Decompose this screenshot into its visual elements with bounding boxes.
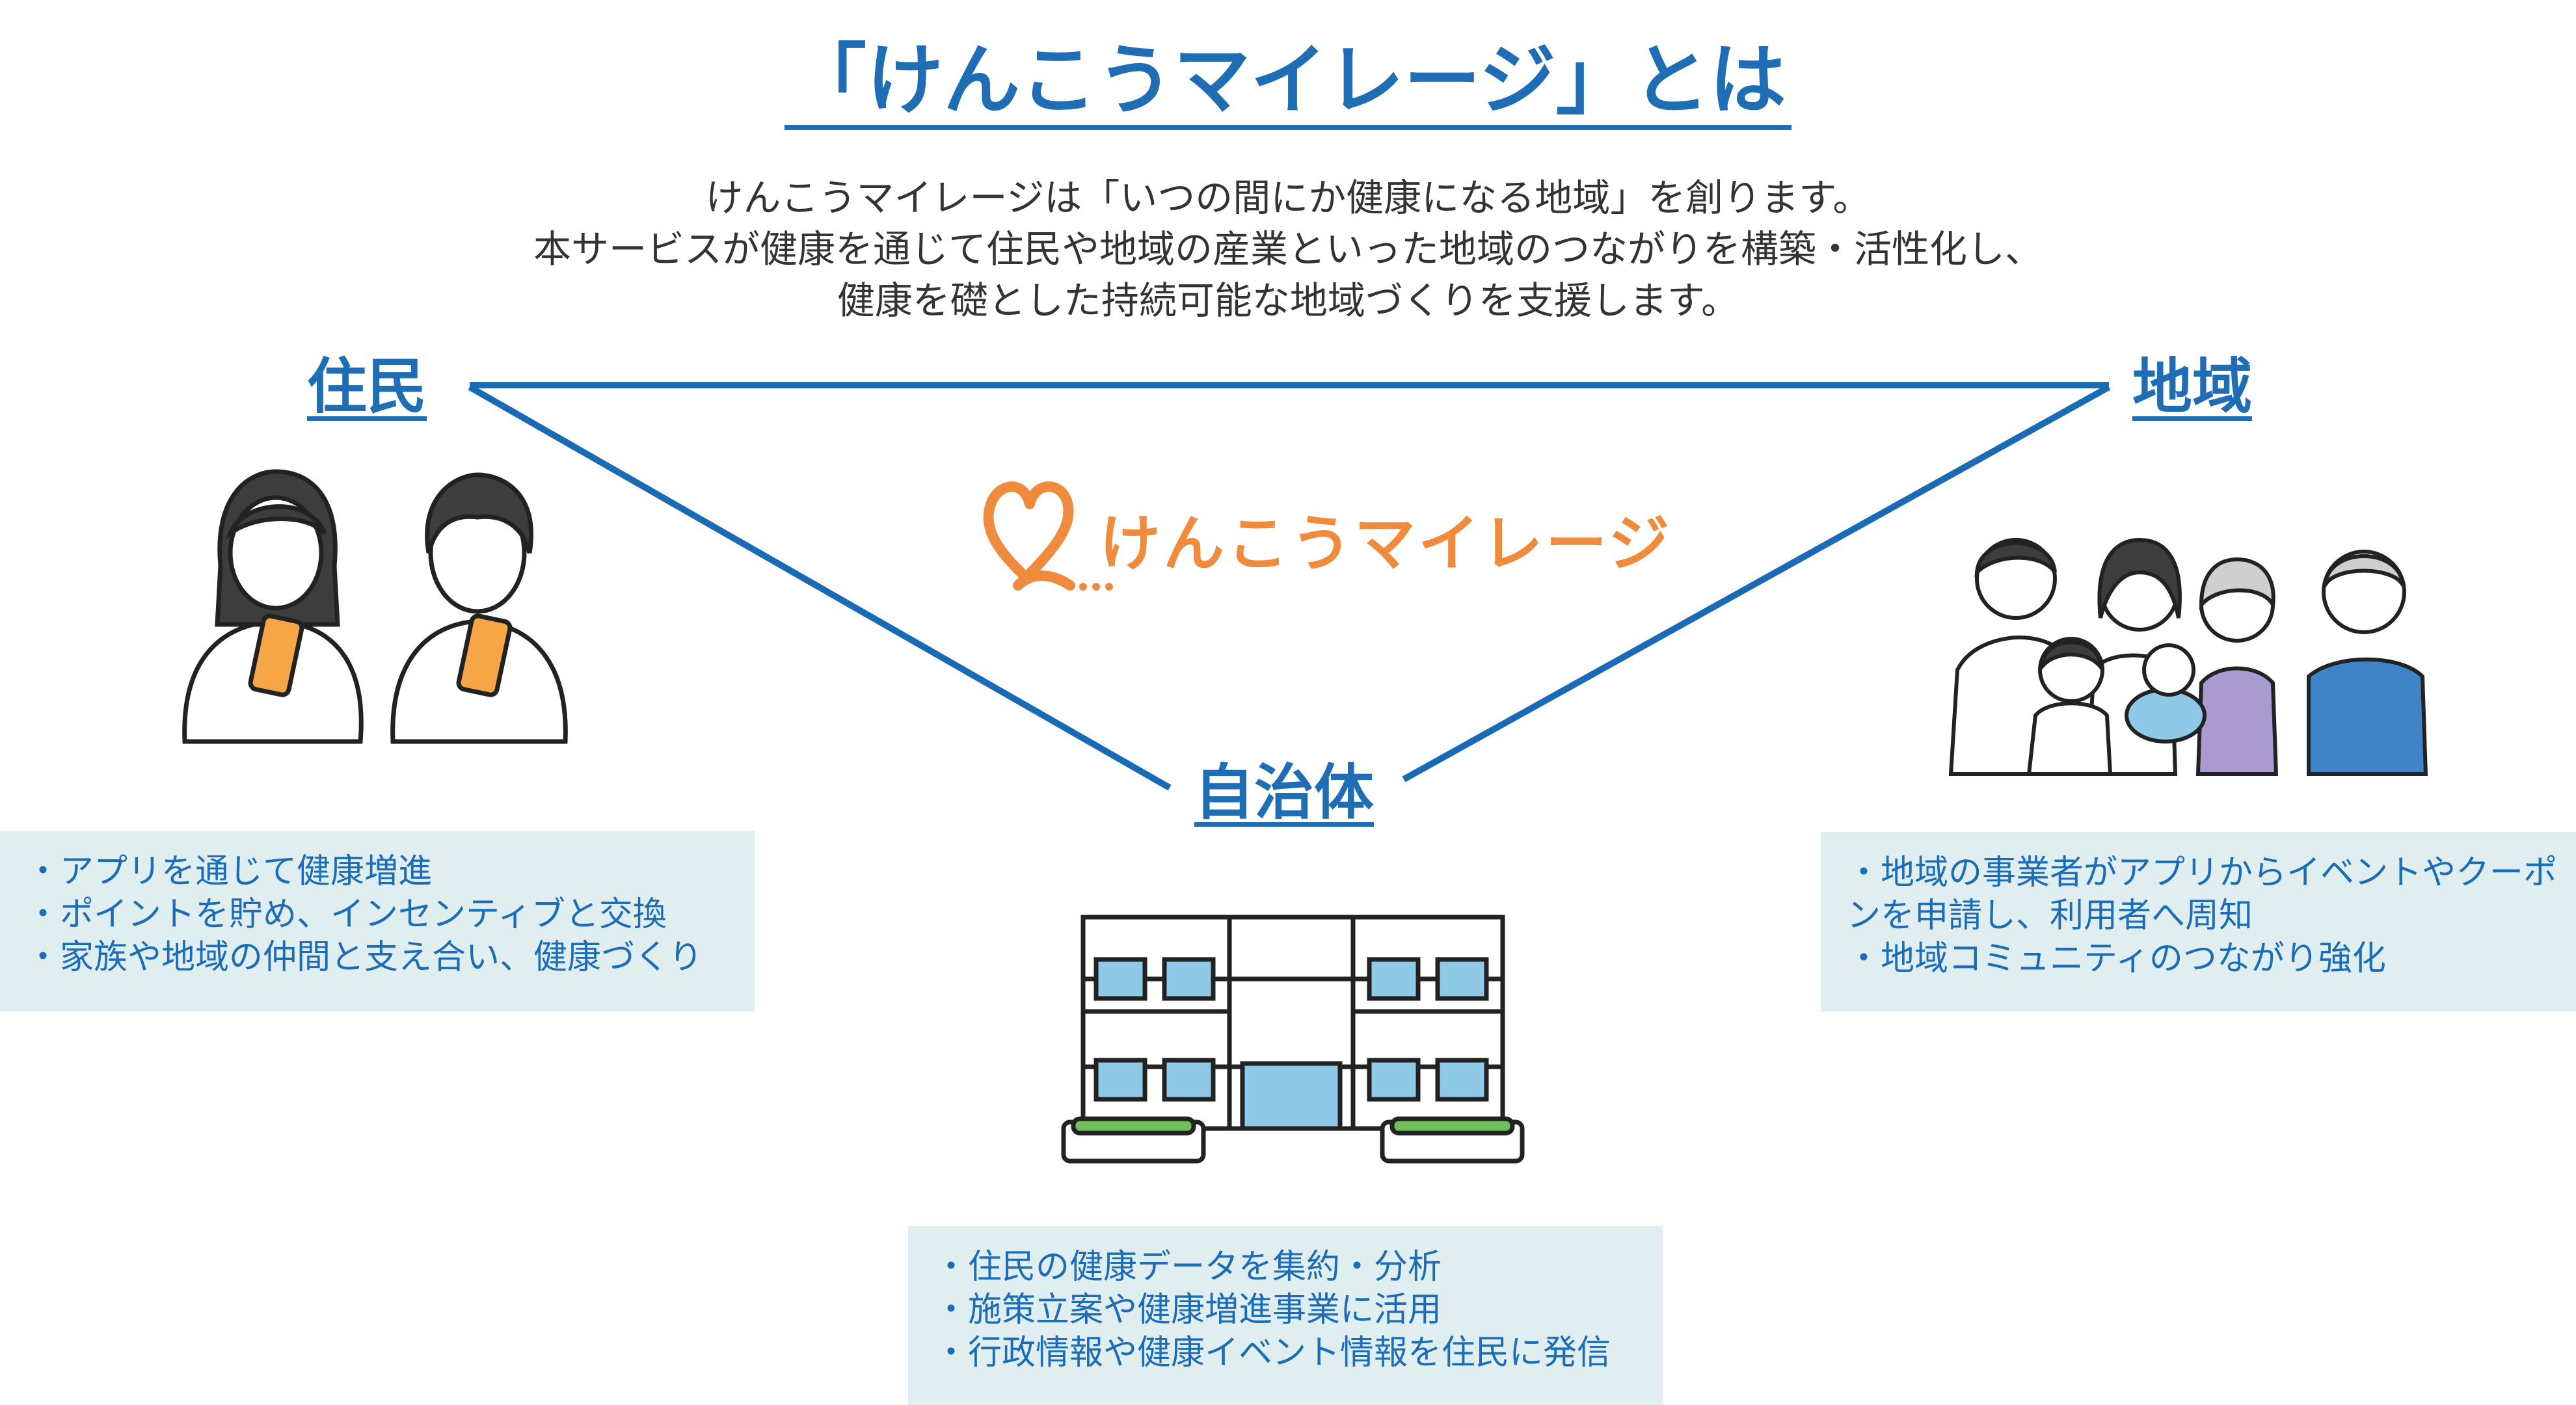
municipality-point: ・住民の健康データを集約・分析	[934, 1248, 1442, 1287]
residents-point: ・ポイントを貯め、インセンティブと交換	[26, 895, 667, 934]
connector-residents-municipality	[468, 384, 1172, 791]
community-point: ・地域コミュニティのつながり強化	[1847, 939, 2386, 978]
community-info-box: ・地域の事業者がアプリからイベントやクーポ ンを申請し、利用者へ周知 ・地域コミ…	[1821, 832, 2576, 1011]
logo-text: けんこうマイレージ	[1099, 509, 1672, 580]
residents-point: ・アプリを通じて健康増進	[26, 852, 433, 891]
municipality-info-box: ・住民の健康データを集約・分析 ・施策立案や健康増進事業に活用 ・行政情報や健康…	[908, 1226, 1663, 1405]
title-text: 「けんこうマイレージ」とは	[785, 35, 1791, 130]
city-hall-building-illustration	[1061, 915, 1525, 1164]
residents-point: ・家族や地域の仲間と支え合い、健康づくり	[26, 938, 703, 977]
municipality-point: ・施策立案や健康増進事業に活用	[934, 1291, 1442, 1330]
node-label-residents: 住民	[307, 352, 427, 421]
municipality-point: ・行政情報や健康イベント情報を住民に発信	[934, 1333, 1611, 1372]
node-label-municipality: 自治体	[1194, 758, 1375, 827]
description: けんこうマイレージは「いつの間にか健康になる地域」を創ります。 本サービスが健康…	[0, 172, 2576, 327]
page-title: 「けんこうマイレージ」とは	[0, 31, 2576, 130]
residents-info-box: ・アプリを通じて健康増進 ・ポイントを貯め、インセンティブと交換 ・家族や地域の…	[0, 831, 755, 1011]
node-label-community: 地域	[2132, 352, 2253, 421]
residents-illustration	[182, 469, 568, 744]
connector-community-municipality	[1402, 384, 2111, 783]
heart-logo-icon	[983, 481, 1113, 591]
description-line: 本サービスが健康を通じて住民や地域の産業といった地域のつながりを構築・活性化し、	[533, 227, 2043, 271]
description-line: 健康を礎とした持続可能な地域づくりを支援します。	[837, 278, 1739, 323]
description-line: けんこうマイレージは「いつの間にか健康になる地域」を創ります。	[705, 176, 1871, 220]
community-point: ンを申請し、利用者へ周知	[1847, 896, 2253, 935]
community-illustration	[1948, 537, 2428, 776]
community-point: ・地域の事業者がアプリからイベントやクーポ	[1847, 853, 2558, 892]
